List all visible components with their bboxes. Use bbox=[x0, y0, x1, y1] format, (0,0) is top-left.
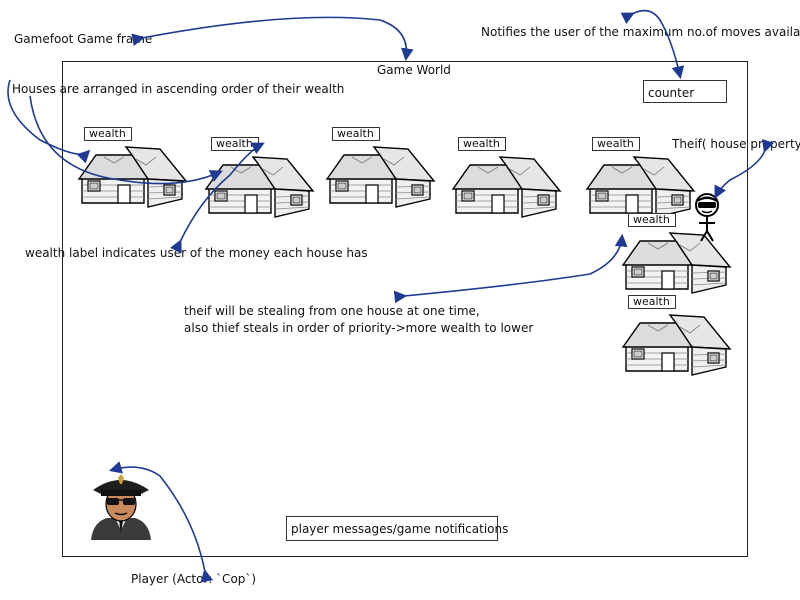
frame-note: Gamefoot Game frame bbox=[14, 32, 153, 46]
houses-order-note: Houses are arranged in ascending order o… bbox=[12, 82, 345, 96]
house-7[interactable]: wealth bbox=[618, 295, 738, 377]
house-4[interactable]: wealth bbox=[448, 137, 568, 219]
wealth-label: wealth bbox=[592, 137, 640, 151]
house-2[interactable]: wealth bbox=[201, 137, 321, 219]
player-note: Player (Actor: `Cop`) bbox=[131, 572, 257, 586]
house-6[interactable]: wealth bbox=[618, 213, 738, 295]
thief-note-line-1: theif will be stealing from one house at… bbox=[184, 304, 480, 318]
moves-note: Notifies the user of the maximum no.of m… bbox=[481, 25, 800, 39]
thief-note-line-2: also thief steals in order of priority->… bbox=[184, 321, 534, 335]
house-icon bbox=[78, 146, 187, 208]
game-world-title: Game World bbox=[377, 63, 451, 77]
house-icon bbox=[452, 156, 561, 218]
wealth-label: wealth bbox=[628, 213, 676, 227]
wealth-label: wealth bbox=[458, 137, 506, 151]
wealth-label: wealth bbox=[332, 127, 380, 141]
house-3[interactable]: wealth bbox=[322, 127, 442, 209]
house-icon bbox=[326, 146, 435, 208]
house-5[interactable]: wealth bbox=[582, 137, 702, 219]
house-1[interactable]: wealth bbox=[74, 127, 194, 209]
moves-counter: counter bbox=[643, 80, 727, 103]
house-icon bbox=[586, 156, 695, 218]
game-world-frame bbox=[62, 61, 748, 557]
wealth-label: wealth bbox=[628, 295, 676, 309]
wealth-label-note: wealth label indicates user of the money… bbox=[25, 246, 368, 260]
house-icon bbox=[205, 156, 314, 218]
player-messages-box: player messages/game notifications bbox=[286, 516, 508, 541]
house-icon bbox=[622, 314, 731, 376]
cop-icon[interactable] bbox=[85, 468, 157, 540]
thief-icon[interactable] bbox=[690, 193, 726, 243]
